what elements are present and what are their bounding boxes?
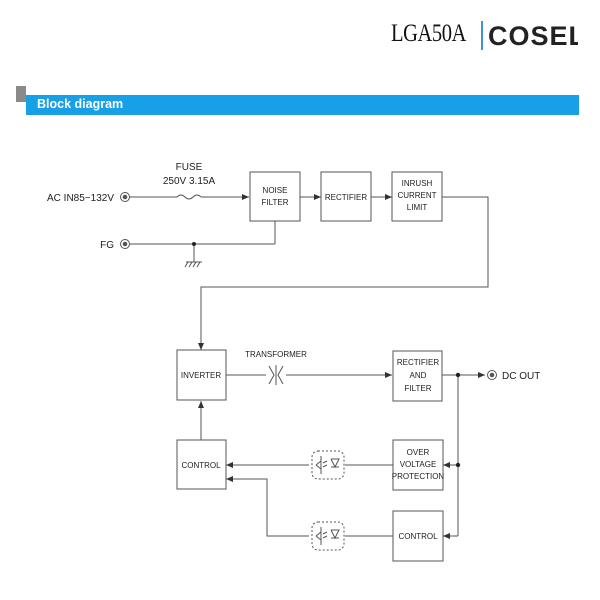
- logo-text: COSEL: [488, 21, 578, 51]
- junction-dots: [192, 242, 461, 468]
- photocoupler-icon-upper: [311, 450, 345, 480]
- inrush-label-2: CURRENT: [397, 191, 436, 200]
- ac-input-label: AC IN85−132V: [47, 193, 114, 204]
- header-divider: [481, 21, 483, 50]
- section-header-bar: Block diagram: [26, 95, 579, 115]
- noise-filter-label-2: FILTER: [262, 198, 289, 207]
- cosel-logo: COSEL: [488, 21, 578, 51]
- inrush-label-1: INRUSH: [402, 179, 433, 188]
- section-corner-marker: [16, 86, 26, 102]
- rectifier-filter-box: [392, 350, 443, 402]
- dc-out-terminal: [487, 370, 497, 380]
- fg-label: FG: [100, 240, 114, 251]
- ovp-label-3: PROTECTION: [392, 472, 445, 481]
- ac-in-terminal: [120, 192, 130, 202]
- rect-filter-label-2: AND: [410, 371, 427, 380]
- inverter-label: INVERTER: [181, 371, 222, 380]
- transformer-label: TRANSFORMER: [245, 350, 307, 359]
- rect-filter-label-3: FILTER: [405, 384, 432, 393]
- rect-filter-label-1: RECTIFIER: [397, 358, 439, 367]
- fuse-rating-label: 250V 3.15A: [163, 176, 216, 187]
- noise-filter-box: [249, 171, 301, 222]
- rectifier-label: RECTIFIER: [325, 193, 367, 202]
- fg-terminal: [120, 239, 130, 249]
- inrush-label-3: LIMIT: [407, 203, 428, 212]
- photocoupler-icon-lower: [311, 521, 345, 551]
- model-number: LGA50A: [391, 20, 466, 47]
- ovp-label-2: VOLTAGE: [400, 460, 437, 469]
- fuse-symbol: [176, 194, 202, 200]
- control-left-label: CONTROL: [181, 461, 221, 470]
- control-right-label: CONTROL: [398, 532, 438, 541]
- ground-icon: [184, 261, 202, 268]
- transformer-symbol: [268, 365, 284, 385]
- section-title: Block diagram: [37, 97, 124, 111]
- ovp-label-1: OVER: [407, 448, 430, 457]
- noise-filter-label-1: NOISE: [263, 186, 288, 195]
- dc-out-label: DC OUT: [502, 371, 540, 382]
- fuse-label: FUSE: [176, 162, 203, 173]
